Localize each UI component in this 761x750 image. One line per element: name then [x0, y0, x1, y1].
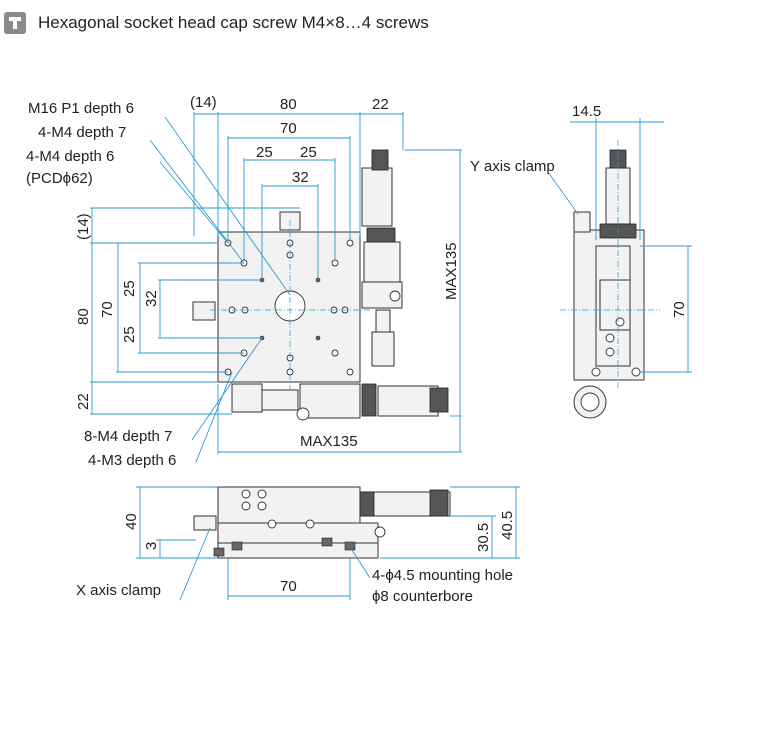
callout-y-clamp: Y axis clamp	[470, 158, 555, 175]
dim-14a: (14)	[190, 94, 217, 111]
header-title: Hexagonal socket head cap screw M4×8…4 s…	[38, 13, 429, 32]
front-view: 40 3 70 30.5 40.5 X axis clamp 4-ϕ4.5 mo…	[76, 486, 520, 605]
y-spindle-end	[371, 331, 395, 367]
dim-25l1: 25	[121, 280, 138, 297]
callout-pcd: (PCDϕ62)	[26, 170, 93, 187]
x-clamp-screw	[296, 407, 310, 421]
x-micrometer-knurl	[361, 383, 377, 417]
dim-32l: 32	[143, 290, 160, 307]
callout-m16: M16 P1 depth 6	[28, 100, 134, 117]
y-micrometer-upper	[361, 167, 393, 227]
x-micrometer-thimble	[429, 387, 449, 413]
top-view: M16 P1 depth 6 4-M4 depth 7 4-M4 depth 6…	[26, 94, 462, 469]
front-thimble	[429, 489, 449, 517]
dim-70left: 70	[99, 301, 116, 318]
dim-70top: 70	[280, 120, 297, 137]
dim-70right: 70	[671, 301, 688, 318]
dim-40-5: 40.5	[499, 511, 516, 540]
callout-m4-8: 8-M4 depth 7	[84, 428, 172, 445]
y-micrometer-body	[363, 241, 401, 283]
side-view: 14.5 70 Y axis clamp	[470, 103, 692, 419]
front-x-clamp	[193, 515, 217, 531]
callout-m3: 4-M3 depth 6	[88, 452, 176, 469]
callout-mount1: 4-ϕ4.5 mounting hole	[372, 567, 513, 584]
callout-x-clamp: X axis clamp	[76, 582, 161, 599]
side-y-clamp	[573, 211, 591, 233]
x-micrometer-body	[299, 383, 361, 419]
dim-3: 3	[143, 542, 160, 550]
front-knurl	[359, 491, 375, 517]
dim-25l2: 25	[121, 326, 138, 343]
dim-14side: (14)	[75, 213, 92, 240]
dim-32: 32	[292, 169, 309, 186]
dim-25a: 25	[256, 144, 273, 161]
dim-max135b: MAX135	[300, 433, 358, 450]
front-upper	[217, 486, 361, 524]
dim-40: 40	[123, 513, 140, 530]
dim-14-5: 14.5	[572, 103, 601, 120]
y-micrometer-thimble	[371, 149, 389, 171]
side-slide	[599, 279, 631, 331]
dim-25b: 25	[300, 144, 317, 161]
dim-22left: 22	[75, 393, 92, 410]
callout-mount2: ϕ8 counterbore	[372, 588, 473, 605]
dim-80top: 80	[280, 96, 297, 113]
callout-m4-7: 4-M4 depth 7	[38, 124, 126, 141]
dim-80left: 80	[75, 308, 92, 325]
x-spindle	[261, 389, 299, 411]
tool-icon	[4, 12, 26, 34]
dim-22top: 22	[372, 96, 389, 113]
front-middle	[217, 522, 379, 544]
header: Hexagonal socket head cap screw M4×8…4 s…	[4, 8, 429, 38]
x-axis-clamp-top	[192, 301, 216, 321]
dim-70bottom: 70	[280, 578, 297, 595]
callout-m4-6: 4-M4 depth 6	[26, 148, 114, 165]
y-micrometer-knurl	[366, 227, 396, 243]
y-clamp-screw	[389, 290, 401, 302]
y-spindle	[375, 309, 391, 333]
dim-max135r: MAX135	[443, 242, 460, 300]
x-micrometer-sleeve	[377, 385, 439, 417]
dim-30-5: 30.5	[475, 523, 492, 552]
x-clamp-block	[231, 383, 263, 413]
